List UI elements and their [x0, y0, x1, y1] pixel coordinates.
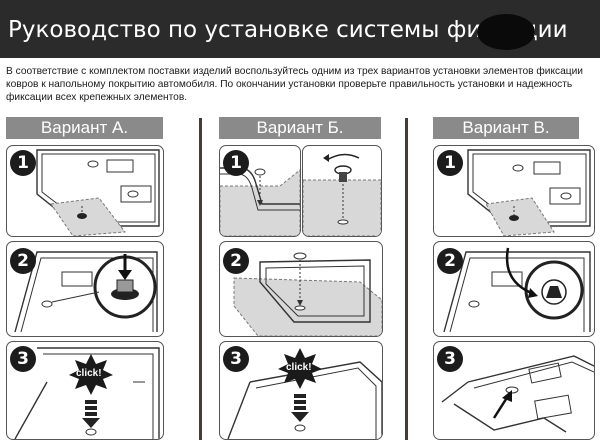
- variant-b-column: Вариант Б.: [219, 117, 381, 139]
- variant-a-column: Вариант А.: [6, 117, 163, 139]
- variant-b-step-1b-illustration: [303, 153, 381, 236]
- step-number-badge: 1: [10, 150, 36, 176]
- click-label: click!: [286, 362, 312, 373]
- variant-a-step-3-illustration: [14, 347, 160, 439]
- variant-a-title: Вариант А.: [6, 117, 163, 139]
- variant-b-step-3-illustration: [227, 348, 382, 439]
- variant-a-step-2-illustration: [14, 251, 158, 333]
- header-bar: Руководство по установке системы фиксаци…: [0, 0, 600, 58]
- column-divider: [405, 118, 408, 440]
- variant-v-title: Вариант В.: [433, 117, 579, 139]
- step-number-badge: 2: [10, 248, 36, 274]
- step-number-badge: 1: [437, 150, 463, 176]
- variant-b-step-1a-panel: [219, 145, 301, 237]
- column-divider: [199, 118, 202, 440]
- step-number-badge: 3: [223, 346, 249, 372]
- step-number-badge: 3: [437, 346, 463, 372]
- variant-b-title: Вариант Б.: [219, 117, 381, 139]
- variant-v-step-1-illustration: [467, 149, 591, 236]
- variant-a-step-1-illustration: [36, 149, 160, 236]
- variant-b-step-2-illustration: [233, 252, 382, 336]
- step-number-badge: 1: [223, 150, 249, 176]
- variant-v-step-3-illustration: [441, 355, 594, 433]
- variant-b-step-2-panel: [219, 241, 383, 337]
- intro-text: В соответствие с комплектом поставки изд…: [6, 66, 583, 103]
- step-number-badge: 2: [223, 248, 249, 274]
- variant-b-step-3-panel: [219, 341, 383, 440]
- variant-v-step-2-illustration: [443, 247, 591, 333]
- click-label: click!: [76, 368, 102, 379]
- variant-v-column: Вариант В.: [433, 117, 579, 139]
- page-title: Руководство по установке системы фиксаци…: [8, 17, 568, 43]
- header-decoration: [477, 14, 535, 50]
- variant-b-step-1b-panel: [302, 145, 382, 237]
- step-number-badge: 3: [10, 346, 36, 372]
- step-number-badge: 2: [437, 248, 463, 274]
